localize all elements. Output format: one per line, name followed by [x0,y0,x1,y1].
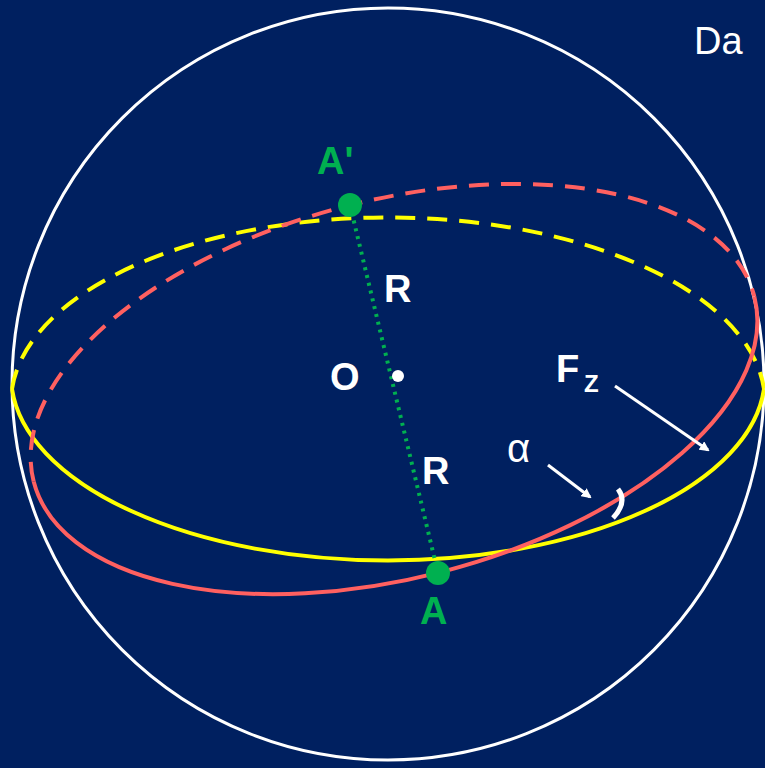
angle-arc [613,489,622,518]
equator-front [12,389,764,561]
cut-heading: Da [694,22,743,60]
angle-pointer [548,465,590,497]
tilted-circle-back [0,113,754,481]
radius-label: R [384,270,411,308]
point-label: A [420,592,447,630]
point-a [426,561,450,585]
angle-label: α [507,428,530,468]
diameter-line [350,205,438,573]
tilted-circle-front [34,296,765,664]
point-a-prime [338,193,362,217]
force-subscript: Z [584,372,599,396]
point-label: A' [317,142,353,180]
center-label: O [330,358,360,396]
radius-label: R [422,452,449,490]
force-pointer [615,386,708,450]
center-dot [392,370,404,382]
sphere-outline [12,8,764,760]
force-label: F [556,350,579,388]
